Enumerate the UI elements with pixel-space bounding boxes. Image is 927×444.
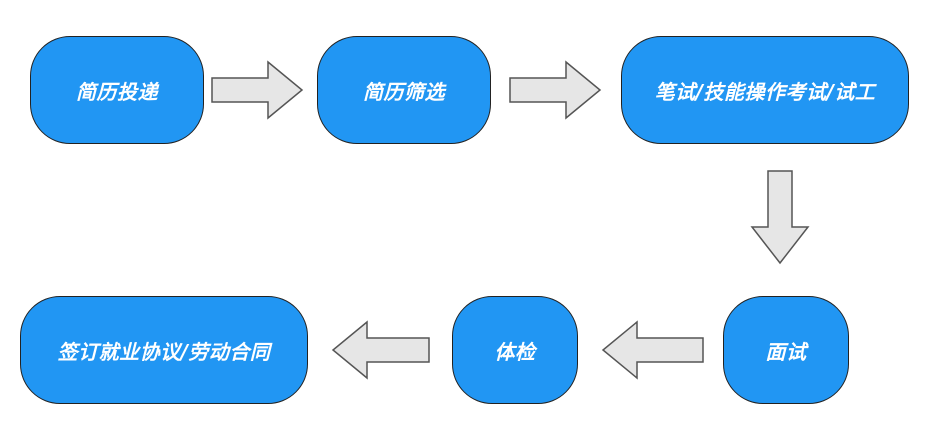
node-sign-contract: 签订就业协议/劳动合同 <box>20 296 308 404</box>
node-label: 简历投递 <box>76 79 158 104</box>
node-label: 笔试/技能操作考试/试工 <box>654 79 876 104</box>
node-label: 简历筛选 <box>363 79 445 104</box>
node-written-skill-test: 笔试/技能操作考试/试工 <box>621 36 909 144</box>
node-resume-submit: 简历投递 <box>30 36 204 144</box>
arrow-down-1 <box>750 170 810 265</box>
arrow-right-1 <box>211 60 304 120</box>
node-label: 签订就业协议/劳动合同 <box>57 339 271 364</box>
arrow-left-1 <box>601 320 704 380</box>
node-resume-screen: 简历筛选 <box>317 36 491 144</box>
node-interview: 面试 <box>723 296 849 404</box>
node-physical-exam: 体检 <box>452 296 578 404</box>
node-label: 面试 <box>765 339 807 364</box>
arrow-right-2 <box>509 60 602 120</box>
node-label: 体检 <box>494 339 536 364</box>
arrow-left-2 <box>331 320 430 380</box>
